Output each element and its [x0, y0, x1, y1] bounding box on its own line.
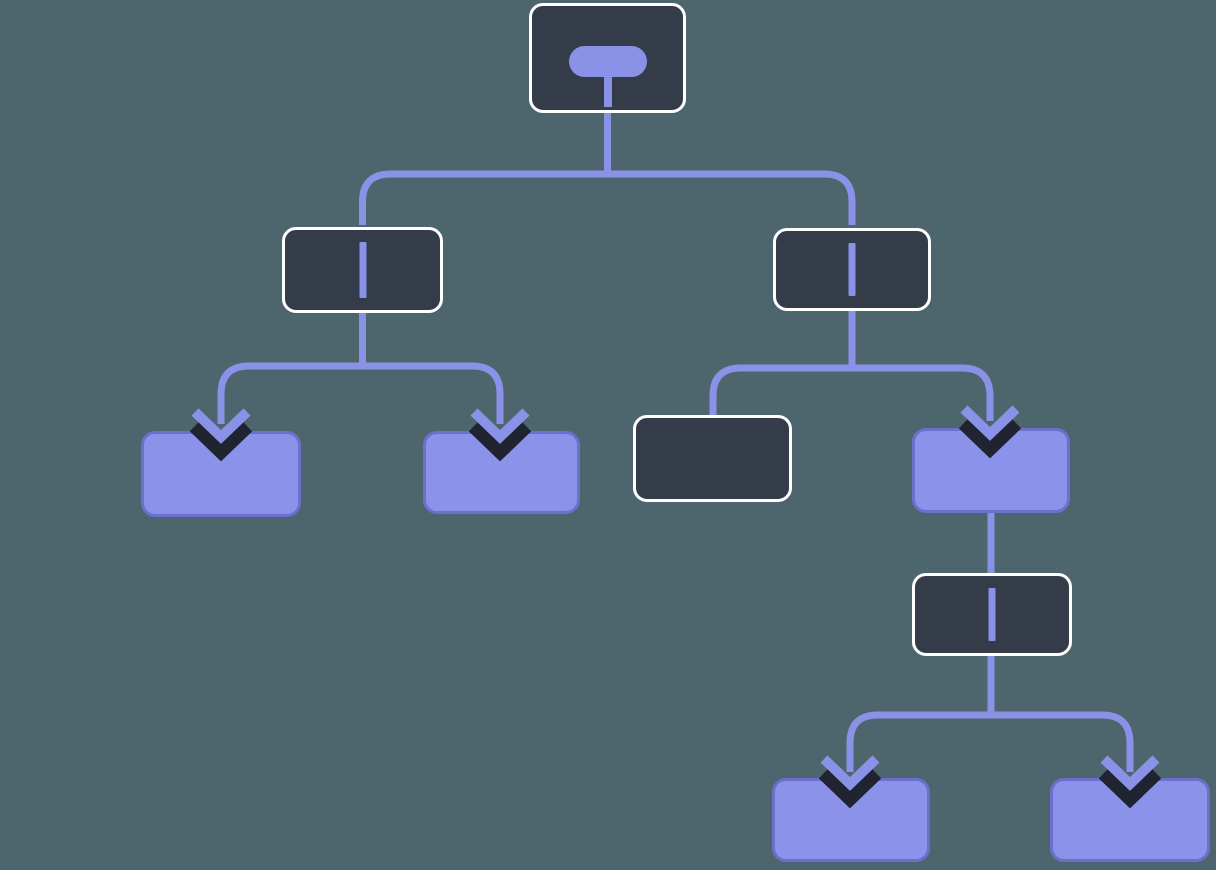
split-node-left[interactable] [282, 227, 443, 313]
divider-line-icon [359, 242, 366, 298]
split-node-bottom[interactable] [912, 573, 1072, 656]
edge-top-bus [359, 170, 856, 225]
chevron-stroke [1100, 755, 1160, 791]
chevron-shadow [189, 420, 253, 462]
edge-left-bus [217, 362, 504, 424]
chevron-stroke [960, 405, 1020, 441]
divider-line-icon [848, 243, 856, 296]
divider-line-icon [988, 588, 996, 641]
chevron-stroke [470, 408, 530, 444]
chevron-shadow [468, 420, 532, 462]
chevron-down-icon [468, 408, 532, 462]
chevron-shadow [958, 417, 1022, 459]
edge-bottom-bus [846, 711, 1134, 772]
root-node[interactable] [529, 3, 686, 113]
root-pill-icon [568, 46, 647, 77]
root-pill-stem-icon [603, 74, 612, 107]
edge-right-bus [709, 364, 994, 425]
split-node-right[interactable] [773, 228, 931, 311]
dark-leaf-node[interactable] [633, 415, 792, 502]
chevron-down-icon [189, 408, 253, 462]
chevron-stroke [191, 408, 251, 444]
chevron-shadow [1098, 767, 1162, 809]
chevron-down-icon [818, 755, 882, 809]
chevron-down-icon [958, 405, 1022, 459]
chevron-stroke [820, 755, 880, 791]
chevron-shadow [818, 767, 882, 809]
chevron-down-icon [1098, 755, 1162, 809]
